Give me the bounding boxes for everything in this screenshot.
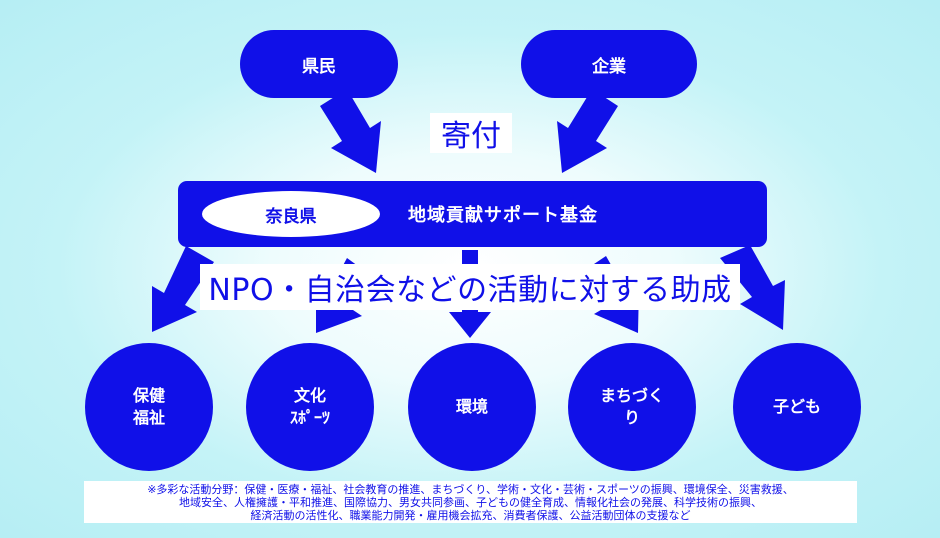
field-environment-node: 環境	[408, 343, 536, 471]
field-culture-sports-node: 文化 ｽﾎﾟｰﾂ	[246, 343, 374, 471]
arrow-fund-to-health-welfare	[152, 246, 214, 332]
fund-prefecture-label: 奈良県	[265, 206, 317, 227]
field-health-welfare-label: 保健 福祉	[132, 386, 165, 427]
field-children-label: 子ども	[772, 397, 821, 416]
field-environment-label: 環境	[455, 397, 488, 416]
field-town-development-label: まちづく り	[599, 386, 664, 427]
field-health-welfare-node: 保健 福祉	[85, 343, 213, 471]
fund-node: 奈良県 地域貢献サポート基金	[178, 181, 767, 247]
arrow-companies-to-fund	[557, 89, 618, 173]
companies-label: 企業	[592, 56, 626, 77]
citizens-node: 県民	[240, 30, 398, 98]
fund-name-label: 地域貢献サポート基金	[408, 205, 598, 226]
arrow-citizens-to-fund	[320, 89, 381, 173]
donation-label: 寄付	[430, 113, 512, 154]
fund-prefecture-badge: 奈良県	[202, 191, 380, 237]
activity-fields-footnote: ※多彩な活動分野：保健・医療・福祉、社会教育の推進、まちづくり、学術・文化・芸術…	[84, 481, 857, 523]
citizens-label: 県民	[302, 56, 336, 77]
field-town-development-node: まちづく り	[568, 343, 696, 471]
field-children-node: 子ども	[733, 343, 861, 471]
companies-node: 企業	[521, 30, 697, 98]
grant-label: NPO・自治会などの活動に対する助成	[200, 264, 740, 310]
field-culture-sports-label: 文化 ｽﾎﾟｰﾂ	[289, 386, 330, 427]
